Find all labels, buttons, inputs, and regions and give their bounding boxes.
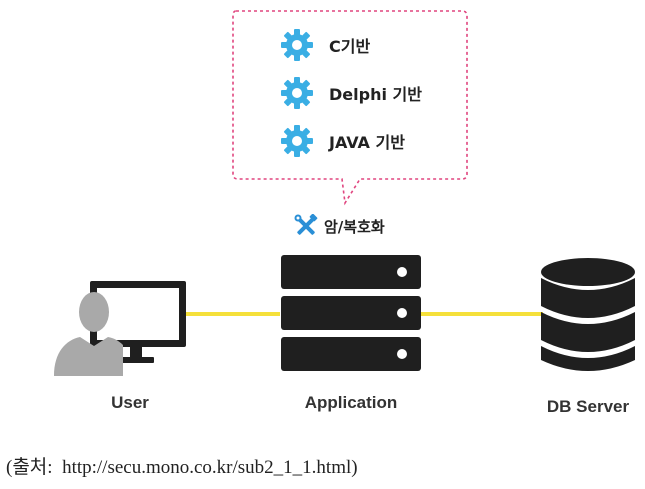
encryption-label: 암/복호화 (294, 214, 385, 238)
bubble-item-label: Delphi 기반 (329, 85, 422, 104)
bubble-item-c: C기반 (279, 28, 422, 62)
bubble-item-java: JAVA 기반 (279, 124, 422, 158)
connector-user-app (183, 312, 280, 316)
database-icon (541, 258, 635, 371)
encryption-text: 암/복호화 (324, 217, 385, 236)
db-server-label: DB Server (546, 397, 630, 416)
user-icon (54, 281, 186, 376)
gear-icon (281, 77, 313, 109)
gear-icon (281, 125, 313, 157)
gear-icon (281, 29, 313, 61)
bubble-item-delphi: Delphi 기반 (279, 76, 422, 110)
bubble-item-label: C기반 (329, 37, 371, 56)
bubble-item-label: JAVA 기반 (329, 133, 405, 152)
bubble-list: C기반 Delphi 기반 (279, 28, 422, 158)
languages-bubble (232, 10, 468, 206)
source-caption: (출처: http://secu.mono.co.kr/sub2_1_1.htm… (6, 457, 358, 478)
application-label: Application (304, 393, 398, 412)
connector-app-db (421, 312, 543, 316)
application-server-icon (281, 255, 421, 371)
user-label: User (111, 393, 149, 412)
tools-icon (294, 214, 318, 235)
